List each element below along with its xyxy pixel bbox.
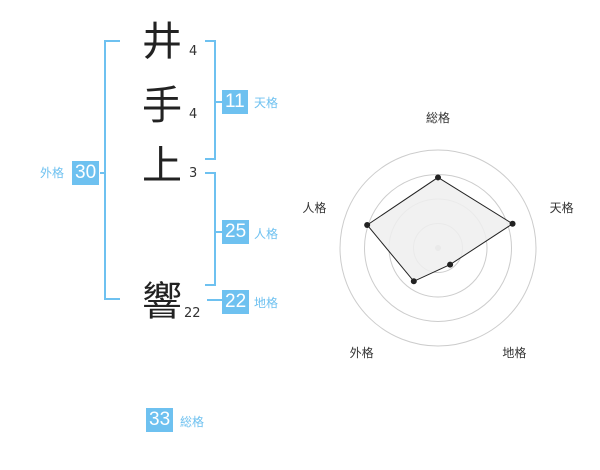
jinkaku-bracket-bottom <box>205 284 216 286</box>
jinkaku-badge: 25 <box>222 220 250 244</box>
radar-axis-label-0: 総格 <box>426 110 450 125</box>
jinkaku-bracket-vertical <box>214 172 216 286</box>
radar-point-天格 <box>509 220 516 227</box>
radar-axis-label-2: 地格 <box>502 345 526 360</box>
gaikaku-badge: 30 <box>72 161 100 185</box>
gaikaku-bracket-bottom <box>104 298 120 300</box>
gaikaku-bracket-vertical <box>104 40 106 300</box>
tenkaku-label: 天格 <box>254 96 279 110</box>
radar-point-総格 <box>435 174 441 181</box>
tenkaku-bracket-top <box>205 40 216 42</box>
radar-ring-4 <box>339 149 537 347</box>
radar-polygon <box>364 174 516 285</box>
name-char-1: 井 <box>142 19 182 65</box>
tenkaku-bracket-connector <box>214 101 222 103</box>
stroke-count-3: 3 <box>189 166 198 181</box>
chikaku-label: 地格 <box>254 296 279 310</box>
name-char-3: 上 <box>142 143 182 189</box>
gaikaku-bracket-connector <box>100 172 106 174</box>
name-char-2: 手 <box>142 83 182 129</box>
chikaku-badge: 22 <box>222 290 250 314</box>
chikaku-connector <box>207 299 222 301</box>
jinkaku-label: 人格 <box>254 227 279 241</box>
radar-axis-label-3: 外格 <box>350 345 374 360</box>
stroke-count-2: 4 <box>189 107 198 122</box>
radar-point-地格 <box>447 261 454 268</box>
radar-value-polygon <box>366 176 514 282</box>
soukaku-label: 総格 <box>180 415 205 429</box>
gaikaku-bracket-top <box>104 40 120 42</box>
tenkaku-bracket-bottom <box>205 158 216 160</box>
radar-axis-label-4: 人格 <box>302 200 326 215</box>
gaikaku-label: 外格 <box>40 166 65 180</box>
jinkaku-bracket-top <box>205 172 216 174</box>
soukaku-badge: 33 <box>146 408 174 432</box>
radar-axis-label-1: 天格 <box>550 200 574 215</box>
stroke-count-1: 4 <box>189 44 198 59</box>
radar-point-人格 <box>364 221 371 228</box>
name-char-4: 響 <box>142 279 182 325</box>
tenkaku-bracket-vertical <box>214 40 216 160</box>
radar-point-外格 <box>410 278 417 285</box>
stroke-count-4: 22 <box>184 306 201 321</box>
tenkaku-badge: 11 <box>222 90 248 114</box>
jinkaku-bracket-connector <box>214 231 222 233</box>
